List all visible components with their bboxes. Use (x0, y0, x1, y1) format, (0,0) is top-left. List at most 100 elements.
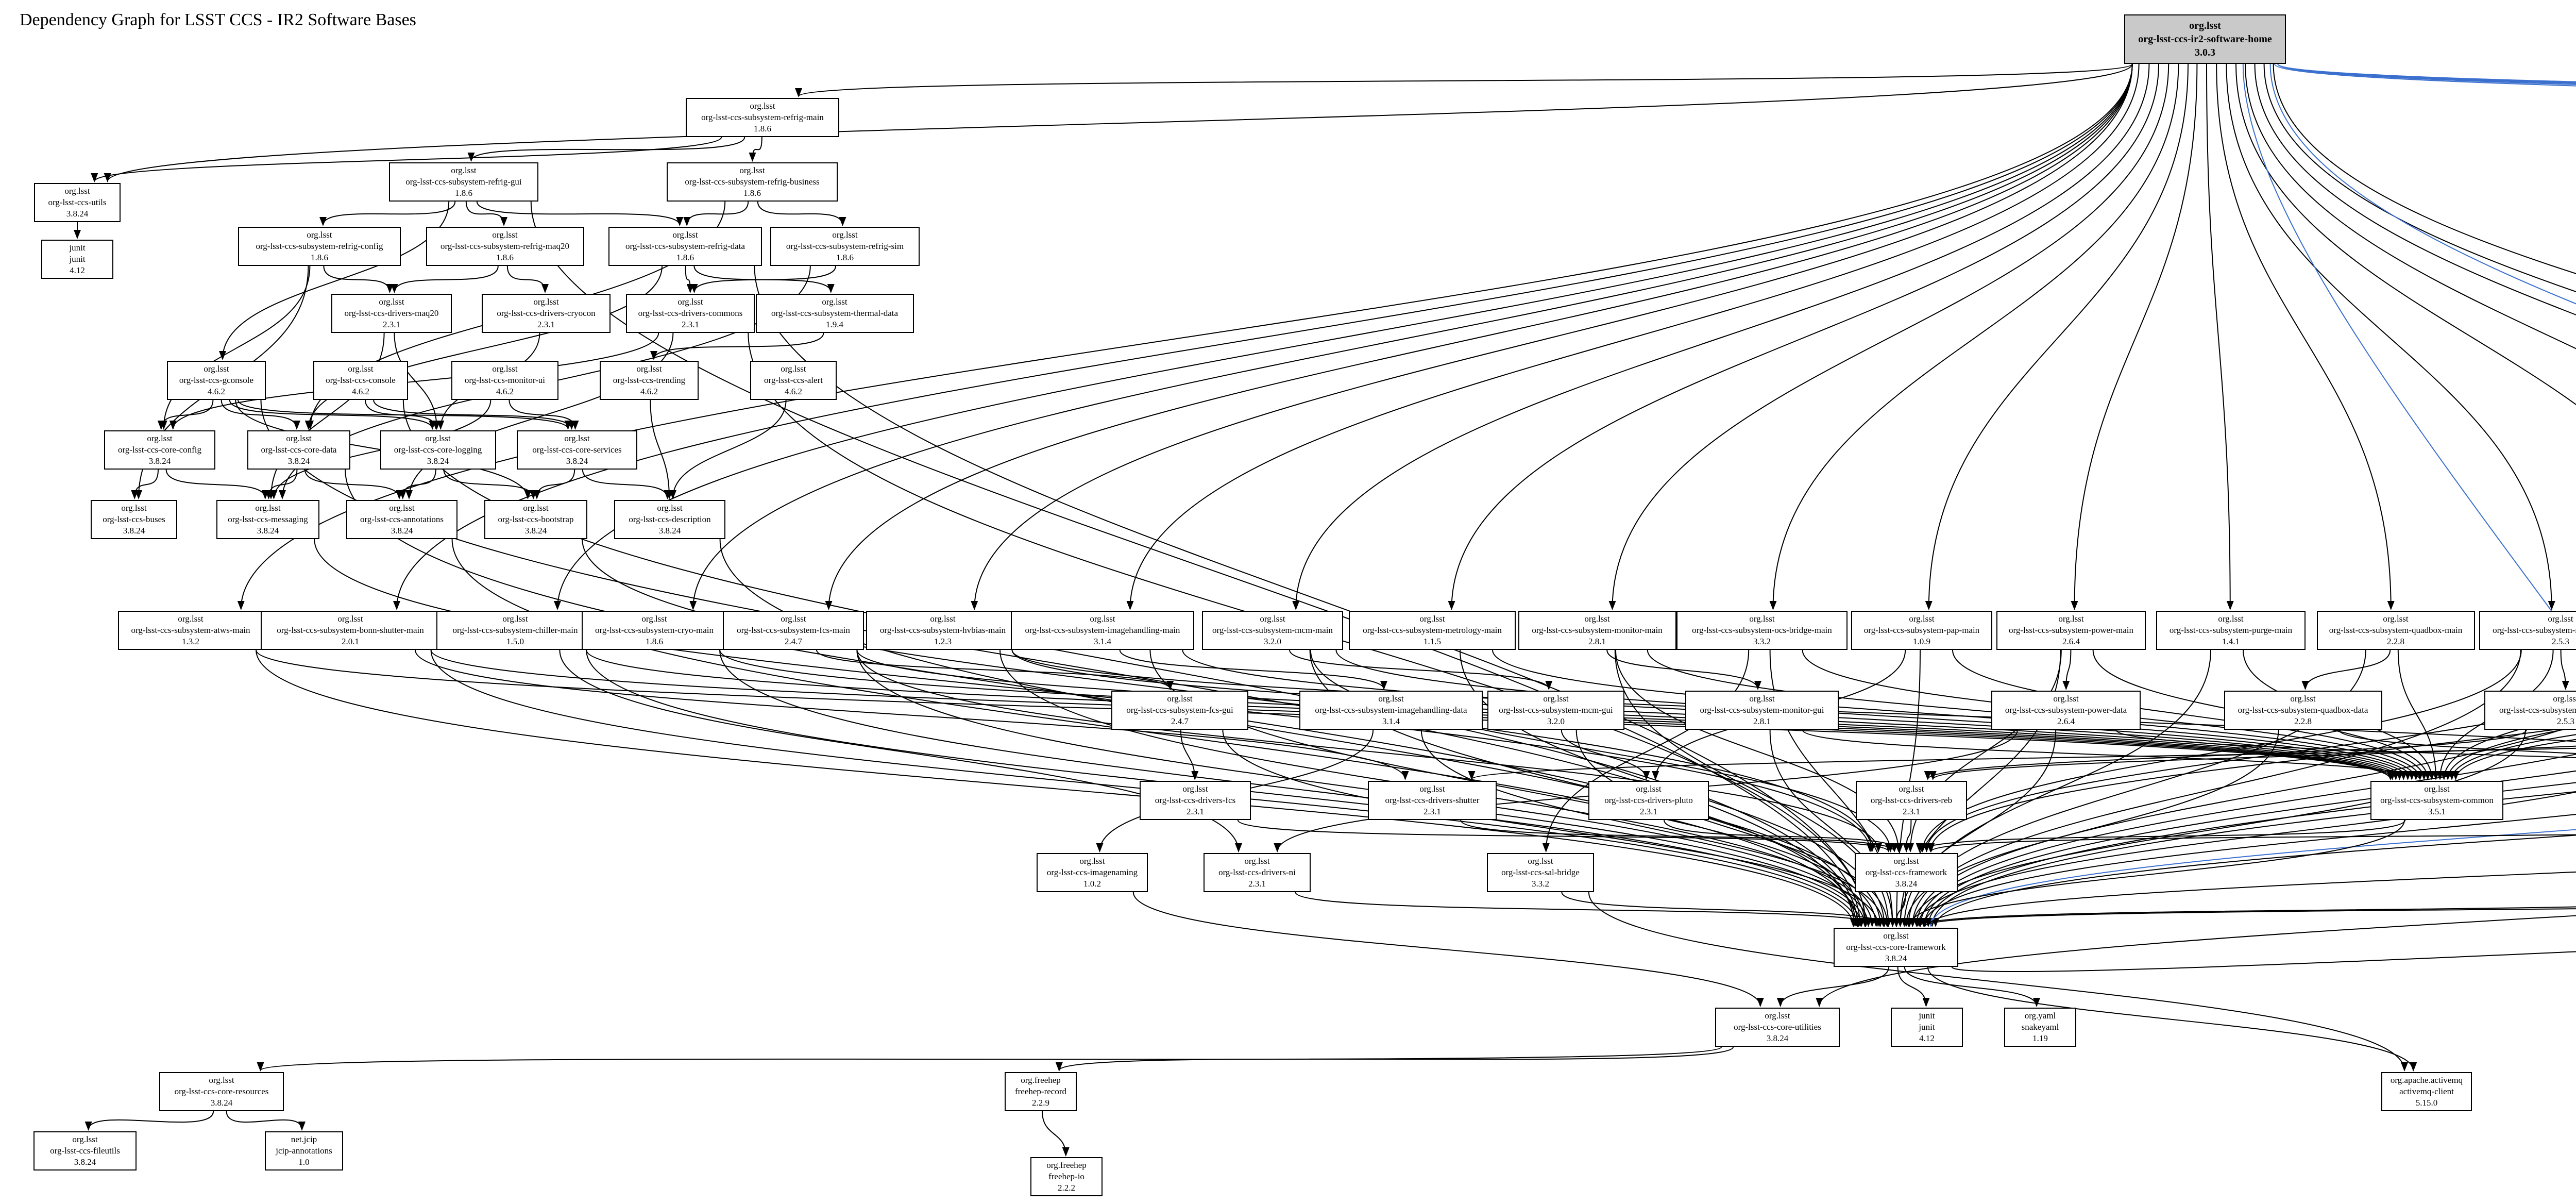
dependency-edge (2254, 63, 2576, 315)
dependency-edge (1448, 63, 2159, 610)
node-group-id: org.lsst (677, 296, 703, 307)
dependency-edge (1802, 729, 2424, 780)
node-version: 3.2.0 (1547, 716, 1565, 727)
node-artifact-id: junit (69, 254, 86, 264)
dependency-edge (1906, 820, 2405, 927)
node-artifact-id: org-lsst-ccs-subsystem-rebpower-data (2499, 705, 2576, 715)
node-version: 1.8.6 (836, 253, 854, 263)
dependency-edge (816, 649, 1174, 690)
node-group-id: org.lsst (564, 433, 590, 443)
node-group-id: org.lsst (492, 363, 518, 374)
dependency-edge (476, 201, 684, 226)
node-artifact-id: org-lsst-ccs-bootstrap (498, 514, 574, 524)
node-version: 3.2.0 (1263, 637, 1281, 647)
dependency-edge (256, 649, 1857, 927)
node-group-id: org.lsst (209, 1075, 234, 1085)
node-artifact-id: org-lsst-ccs-gconsole (179, 375, 254, 385)
node-group-id: org.lsst (1765, 1010, 1790, 1021)
dependency-edge (1923, 704, 2576, 852)
dependency-edge (533, 469, 575, 499)
dependency-edge (443, 469, 537, 499)
node-version: 4.6.2 (784, 387, 802, 397)
node-group-id: org.lsst (1079, 856, 1105, 866)
dependency-edge (2115, 729, 2576, 759)
node-artifact-id: org-lsst-ccs-subsystem-rebpower-main (2493, 625, 2576, 635)
dependency-edge (650, 332, 824, 360)
node-group-id: org.lsst (255, 503, 281, 513)
node-group-id: org.lsst (348, 363, 374, 374)
node-version: 3.8.24 (658, 526, 681, 536)
node-version: 2.2.8 (2294, 716, 2312, 727)
node-group-id: org.lsst (657, 503, 683, 513)
dependency-edge (2235, 63, 2576, 406)
node-group-id: org.lsst (930, 613, 956, 624)
node-group-id: org.lsst (641, 613, 667, 624)
dependency-edge (229, 399, 436, 430)
node-group-id: org.lsst (379, 296, 404, 307)
dependency-edge (1468, 747, 2576, 780)
dependency-edge (1925, 63, 2189, 610)
node-group-id: org.lsst (2053, 693, 2079, 704)
node-group-id: junit (69, 242, 86, 253)
node-group-id: org.yaml (2024, 1010, 2056, 1021)
node-group-id: junit (1919, 1010, 1935, 1021)
node-artifact-id: org-lsst-ccs-buses (103, 514, 165, 524)
dependency-edge (1916, 906, 2576, 927)
node-artifact-id: org-lsst-ccs-annotations (360, 514, 444, 524)
node-version: 2.8.1 (1753, 716, 1771, 727)
dependency-edge (856, 649, 1882, 852)
dependency-edge (2277, 63, 2576, 82)
node-artifact-id: junit (1919, 1022, 1935, 1032)
node-group-id: org.lsst (121, 503, 147, 513)
node-artifact-id: org-lsst-ccs-subsystem-power-main (2008, 625, 2133, 635)
node-version: 5.15.0 (2415, 1098, 2438, 1108)
node-group-id: org.lsst (72, 1134, 98, 1144)
dependency-edge (221, 399, 300, 430)
dependency-edge (1056, 1046, 1734, 1072)
node-artifact-id: org-lsst-ccs-drivers-maq20 (344, 308, 439, 318)
dependency-edge (169, 332, 659, 430)
node-artifact-id: org-lsst-ccs-console (326, 375, 396, 385)
node-group-id: org.lsst (1883, 930, 1909, 941)
node-version: 1.19 (2032, 1033, 2048, 1044)
dependency-edge (2263, 63, 2576, 292)
node-group-id: org.lsst (451, 165, 477, 175)
dependency-edge (2226, 63, 2555, 610)
node-artifact-id: org-lsst-ccs-subsystem-imagehandling-dat… (1315, 705, 1467, 715)
node-version: 2.3.1 (1423, 807, 1441, 817)
node-group-id: org.lsst (1899, 783, 1924, 794)
dependency-edge (1927, 829, 2576, 927)
node-artifact-id: org-lsst-ccs-subsystem-cryo-main (595, 625, 714, 635)
dependency-edge (2062, 649, 2072, 690)
dependency-edge (1951, 951, 2576, 973)
node-group-id: org.lsst (204, 363, 229, 374)
node-group-id: org.lsst (1167, 693, 1193, 704)
dependency-edge (683, 201, 749, 226)
dependency-edge (689, 63, 2133, 610)
dependency-edge (314, 539, 1874, 852)
node-group-id: org.lsst (1749, 693, 1775, 704)
dependency-edge (795, 63, 2133, 97)
dependency-edge (1913, 724, 2576, 927)
node-group-id: org.lsst (636, 363, 662, 374)
